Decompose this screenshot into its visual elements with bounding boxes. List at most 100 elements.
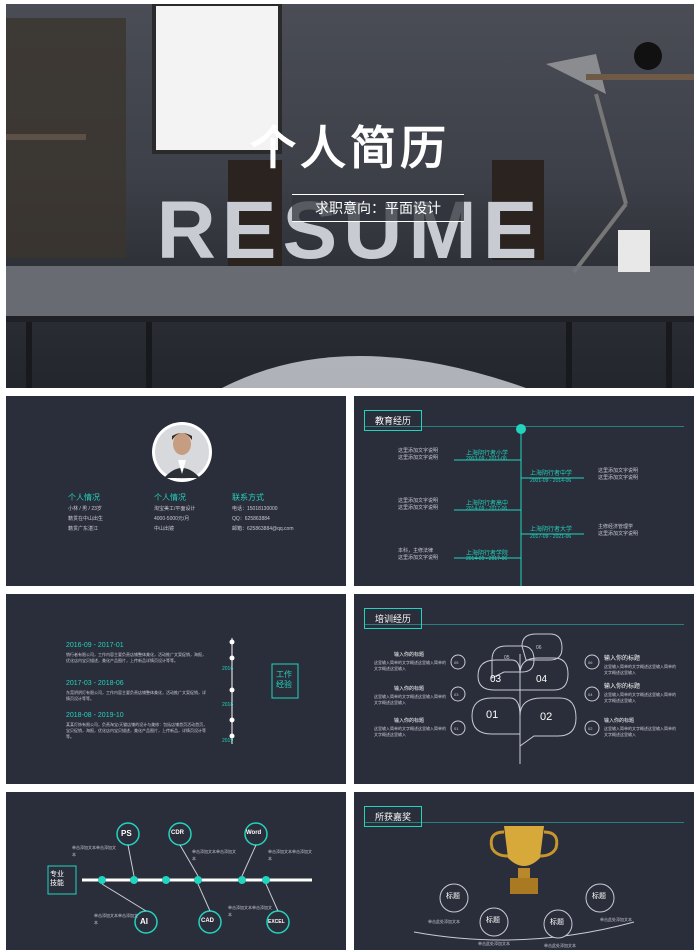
profile-line: 籍贯在中山出生 [68, 516, 104, 522]
skill-note: 单击添加文本单击添加文本 [268, 849, 312, 861]
section-title: 所获嘉奖 [364, 806, 423, 827]
skills-heading: 专业 技能 [50, 871, 64, 887]
school-name: 上海阴行者小学 [466, 451, 509, 457]
profile-line: 电话：15018130000 [232, 506, 278, 512]
award-note: 单击此处添加文本 [544, 943, 576, 948]
school-name: 上海阴行者大学 [530, 527, 573, 533]
work-period: 2017-03 - 2018-06 [66, 680, 124, 687]
profile-line: 邮箱：625863884@qq.com [232, 526, 294, 532]
profile-slide: 个人情况 小林 / 男 / 23岁 籍贯在中山出生 籍贯广东湛江 个人情况 淘宝… [6, 396, 346, 586]
school-desc: 这里添加文字说明 这里添加文字说明 [598, 468, 639, 481]
year-label: 2018 [222, 702, 234, 708]
item-num: 06 [588, 660, 593, 665]
school-date: 2003-09 - 2011-06 [466, 456, 507, 462]
work-desc: 销行者有限公司，工作内容主要负责店铺整体美化，活动推广文案促销，海报，优化店内宝… [66, 652, 206, 663]
item-desc: 这里输入简单的文字概述这里输入简单的文字概述这里输入 [374, 660, 446, 671]
avatar [152, 422, 212, 482]
skill-badge: EXCEL [268, 919, 285, 925]
work-desc: 某某灯饰有限公司，负责淘宝/天猫店铺的设计与美修：包括店铺首页活动首页，宝贝促销… [66, 722, 208, 739]
item-title: 输入你的标题 [394, 718, 425, 724]
awards-slide: 所获嘉奖 标题 标题 标题 标题 单击此处添加文本 单击此处添加文本 单击此处添… [354, 792, 694, 950]
profile-heading-3: 联系方式 [232, 493, 264, 502]
section-title: 教育经历 [364, 410, 423, 431]
school-desc: 本科，主修法律 这里添加文字说明 [398, 548, 439, 561]
item-title: 输入你的标题 [394, 652, 425, 658]
item-desc: 这里输入简单的文字概述这里输入简单的文字概述这里输入 [604, 692, 676, 703]
school-date: 2014-09 - 2017-06 [466, 506, 508, 512]
profile-line: 籍贯广东湛江 [68, 526, 99, 532]
skill-badge: AI [140, 917, 148, 926]
award-badge: 标题 [486, 917, 500, 924]
work-timeline [229, 638, 299, 744]
award-note: 单击此处添加文本 [428, 919, 460, 924]
school-desc: 主修经济管理学 这里添加文字说明 [598, 524, 639, 537]
section-title: 培训经历 [364, 608, 423, 629]
skill-badge: PS [121, 829, 132, 838]
profile-heading-2: 个人情况 [154, 493, 186, 502]
year-label: 2016 [222, 666, 234, 672]
item-num: 02 [588, 726, 593, 731]
skills-timeline [47, 822, 312, 934]
work-period: 2018-08 - 2019-10 [66, 712, 124, 719]
trophy-icon [413, 826, 635, 941]
divider [364, 822, 684, 823]
tree-num: 05 [504, 655, 510, 661]
school-name: 上海阴行者中学 [530, 471, 573, 477]
work-heading: 工作 经验 [276, 670, 292, 689]
training-slide: 培训经历 05 06 03 04 01 02 05 03 01 06 04 02… [354, 594, 694, 784]
tree-num: 06 [536, 645, 542, 651]
item-desc: 这里输入简单的文字概述这里输入简单的文字概述这里输入 [604, 664, 676, 675]
school-date: 2014-09 - 2017-06 [466, 556, 508, 562]
skill-note: 单击添加文本单击添加文本 [94, 913, 138, 925]
tree-num: 01 [486, 709, 499, 721]
divider [364, 624, 684, 625]
school-desc: 这里添加文字说明 这里添加文字说明 [398, 498, 439, 511]
item-num: 04 [588, 692, 593, 697]
school-name: 上海阴行者高中 [466, 501, 509, 507]
tree-num: 03 [490, 674, 502, 685]
skill-note: 单击添加文本单击添加文本 [72, 845, 116, 857]
year-label: 2019 [222, 738, 234, 744]
item-title: 输入你的标题 [394, 686, 425, 692]
award-badge: 标题 [446, 893, 460, 900]
profile-line: 中山出镜 [154, 526, 175, 532]
item-num: 01 [454, 726, 459, 731]
profile-heading-1: 个人情况 [68, 493, 100, 502]
skill-note: 单击添加文本单击添加文本 [192, 849, 236, 861]
profile-line: QQ：625863884 [232, 516, 270, 522]
hero-title: 个人简历 [250, 122, 450, 174]
school-date: 2001-09 - 2014-06 [530, 478, 572, 484]
tree-num: 02 [540, 711, 553, 723]
award-note: 单击此处添加文本 [600, 917, 632, 922]
school-date: 2017-09 - 2021-06 [530, 534, 572, 540]
item-desc: 这里输入简单的文字概述这里输入简单的文字概述这里输入 [374, 726, 446, 737]
work-period: 2016-09 - 2017-01 [66, 642, 124, 649]
profile-line: 小林 / 男 / 23岁 [68, 506, 102, 512]
school-name: 上海阴行者学院 [466, 551, 509, 557]
skill-note: 单击添加文本单击添加文本 [228, 905, 272, 917]
skills-slide: 专业 技能 PS CDR Word AI CAD EXCEL 单击添加文本单击添… [6, 792, 346, 950]
award-badge: 标题 [550, 919, 564, 926]
school-desc: 这里添加文字说明 这里添加文字说明 [398, 448, 439, 461]
item-title: 输入你的标题 [604, 718, 635, 724]
education-slide: 教育经历 上海阴行者小学 2003-09 - 2011-06 这里添加文字说明 … [354, 396, 694, 586]
work-desc: 东莞阴阴灯有限公司，工作内容主要负责店铺整体美化，活动推广文案促销，详情页设计等… [66, 690, 206, 701]
item-title: 输入你的标题 [604, 656, 641, 662]
item-title: 输入你的标题 [604, 684, 641, 690]
hero-background-scene [6, 4, 694, 388]
item-desc: 这里输入简单的文字概述这里输入简单的文字概述这里输入 [374, 694, 446, 705]
hero-slide: 个人简历 RESUME 求职意向：平面设计 [6, 4, 694, 388]
profile-line: 淘宝美工/平面设计 [154, 506, 196, 512]
item-desc: 这里输入简单的文字概述这里输入简单的文字概述这里输入 [604, 726, 676, 737]
profile-line: 4000-5000元/月 [154, 516, 190, 522]
item-num: 03 [454, 692, 459, 697]
skill-badge: CDR [171, 830, 184, 836]
education-timeline [454, 424, 584, 586]
item-num: 05 [454, 660, 459, 665]
award-badge: 标题 [592, 893, 606, 900]
hero-subtitle: 求职意向：平面设计 [292, 194, 464, 222]
skill-badge: Word [246, 830, 262, 836]
work-slide: 2016 2018 2019 工作 经验 2016-09 - 2017-01 销… [6, 594, 346, 784]
award-note: 单击此处添加文本 [478, 941, 510, 946]
tree-num: 04 [536, 674, 548, 685]
